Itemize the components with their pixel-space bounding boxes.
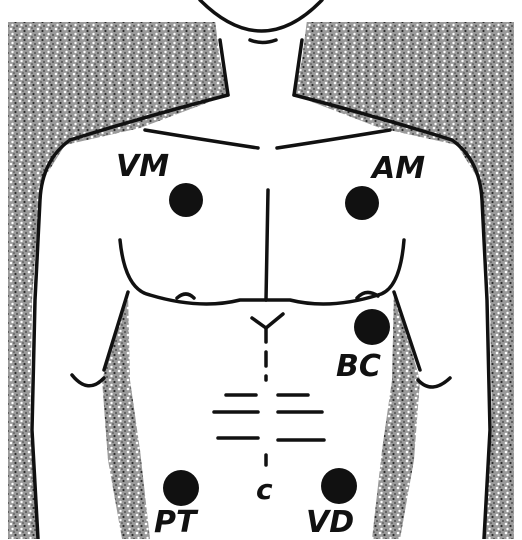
- electrode-pt: [163, 470, 199, 506]
- label-vd: VD: [306, 508, 354, 538]
- sternum-line: [266, 190, 268, 300]
- label-am: AM: [372, 154, 425, 184]
- label-vm: VM: [116, 152, 169, 182]
- electrode-vm: [169, 183, 203, 217]
- electrode-am: [345, 186, 379, 220]
- label-c: c: [256, 476, 273, 504]
- label-pt: PT: [154, 508, 196, 538]
- label-bc: BC: [336, 352, 381, 382]
- electrode-bc: [354, 309, 390, 345]
- electrode-vd: [321, 468, 357, 504]
